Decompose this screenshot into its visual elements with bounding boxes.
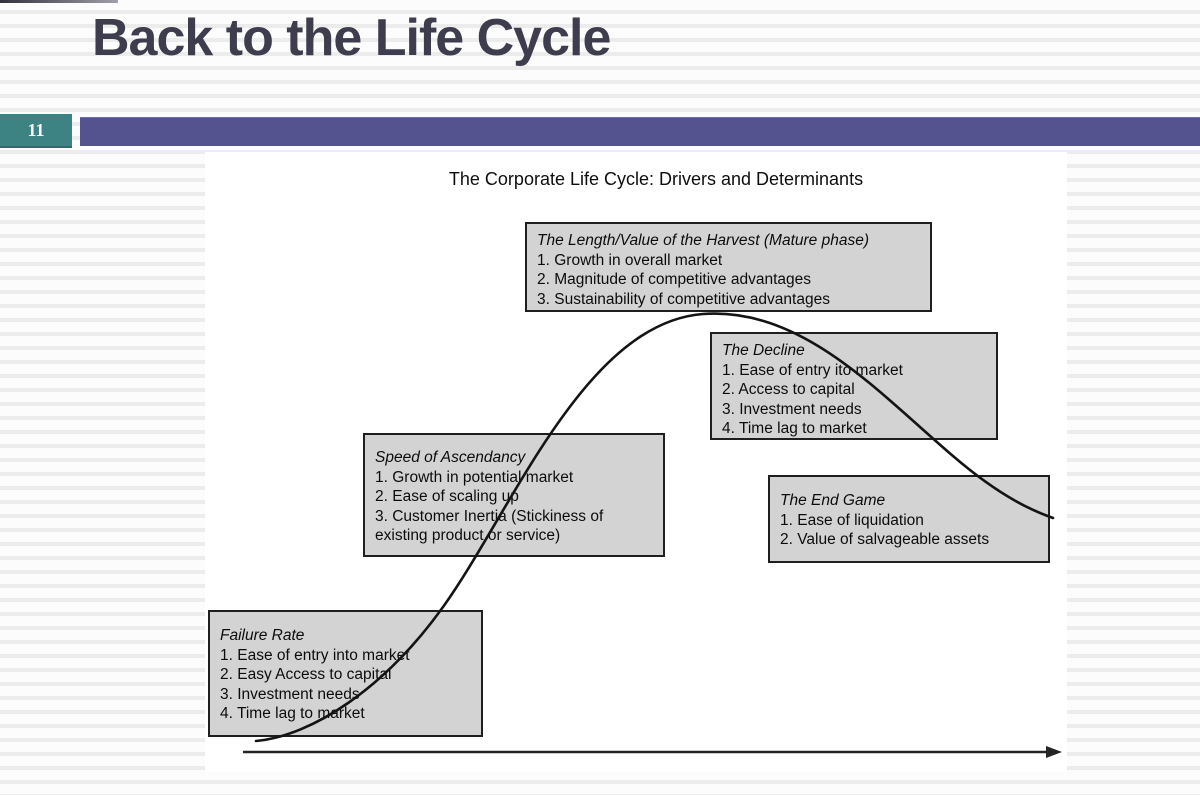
top-left-border-artifact bbox=[0, 0, 118, 3]
diagram-title: The Corporate Life Cycle: Drivers and De… bbox=[448, 169, 864, 189]
box-harvest-mature-phase: The Length/Value of the Harvest (Mature … bbox=[525, 222, 932, 312]
box-title: The Decline bbox=[722, 342, 805, 359]
box-title: Speed of Ascendancy bbox=[375, 449, 526, 466]
box-title: The Length/Value of the Harvest (Mature … bbox=[537, 232, 870, 249]
box-failure-rate: Failure Rate 1. Ease of entry into marke… bbox=[208, 610, 483, 737]
slide-number-badge: 11 bbox=[0, 114, 72, 148]
box-item: 2. Easy Access to capital bbox=[220, 666, 392, 684]
box-speed-of-ascendancy: Speed of Ascendancy 1. Growth in potenti… bbox=[363, 433, 665, 557]
box-item: 1. Growth in overall market bbox=[537, 251, 723, 269]
box-item: 1. Ease of entry ito market bbox=[722, 361, 903, 379]
box-item: 1. Ease of liquidation bbox=[780, 511, 924, 529]
box-item: 3. Sustainability of competitive advanta… bbox=[537, 290, 830, 308]
box-item: 2. Access to capital bbox=[722, 381, 855, 399]
box-title: Failure Rate bbox=[220, 627, 305, 644]
slide-title: Back to the Life Cycle bbox=[92, 9, 611, 67]
box-item: 1. Growth in potential market bbox=[375, 468, 574, 486]
box-decline: The Decline 1. Ease of entry ito market … bbox=[710, 332, 998, 440]
box-item: 4. Time lag to market bbox=[220, 705, 365, 723]
box-item: 1. Ease of entry into market bbox=[220, 646, 410, 664]
slide-number: 11 bbox=[27, 119, 45, 140]
box-item: 2. Value of salvageable assets bbox=[780, 531, 990, 549]
box-end-game: The End Game 1. Ease of liquidation 2. V… bbox=[768, 475, 1050, 563]
box-item: 4. Time lag to market bbox=[722, 420, 867, 438]
box-item: 3. Investment needs bbox=[722, 400, 862, 418]
box-item: 2. Magnitude of competitive advantages bbox=[537, 271, 812, 289]
box-item: 3. Investment needs bbox=[220, 685, 360, 703]
box-title: The End Game bbox=[780, 492, 886, 509]
accent-bar bbox=[80, 117, 1200, 146]
box-item: 2. Ease of scaling up bbox=[375, 488, 519, 506]
box-item: 3. Customer Inertia (Stickiness of exist… bbox=[375, 507, 604, 545]
